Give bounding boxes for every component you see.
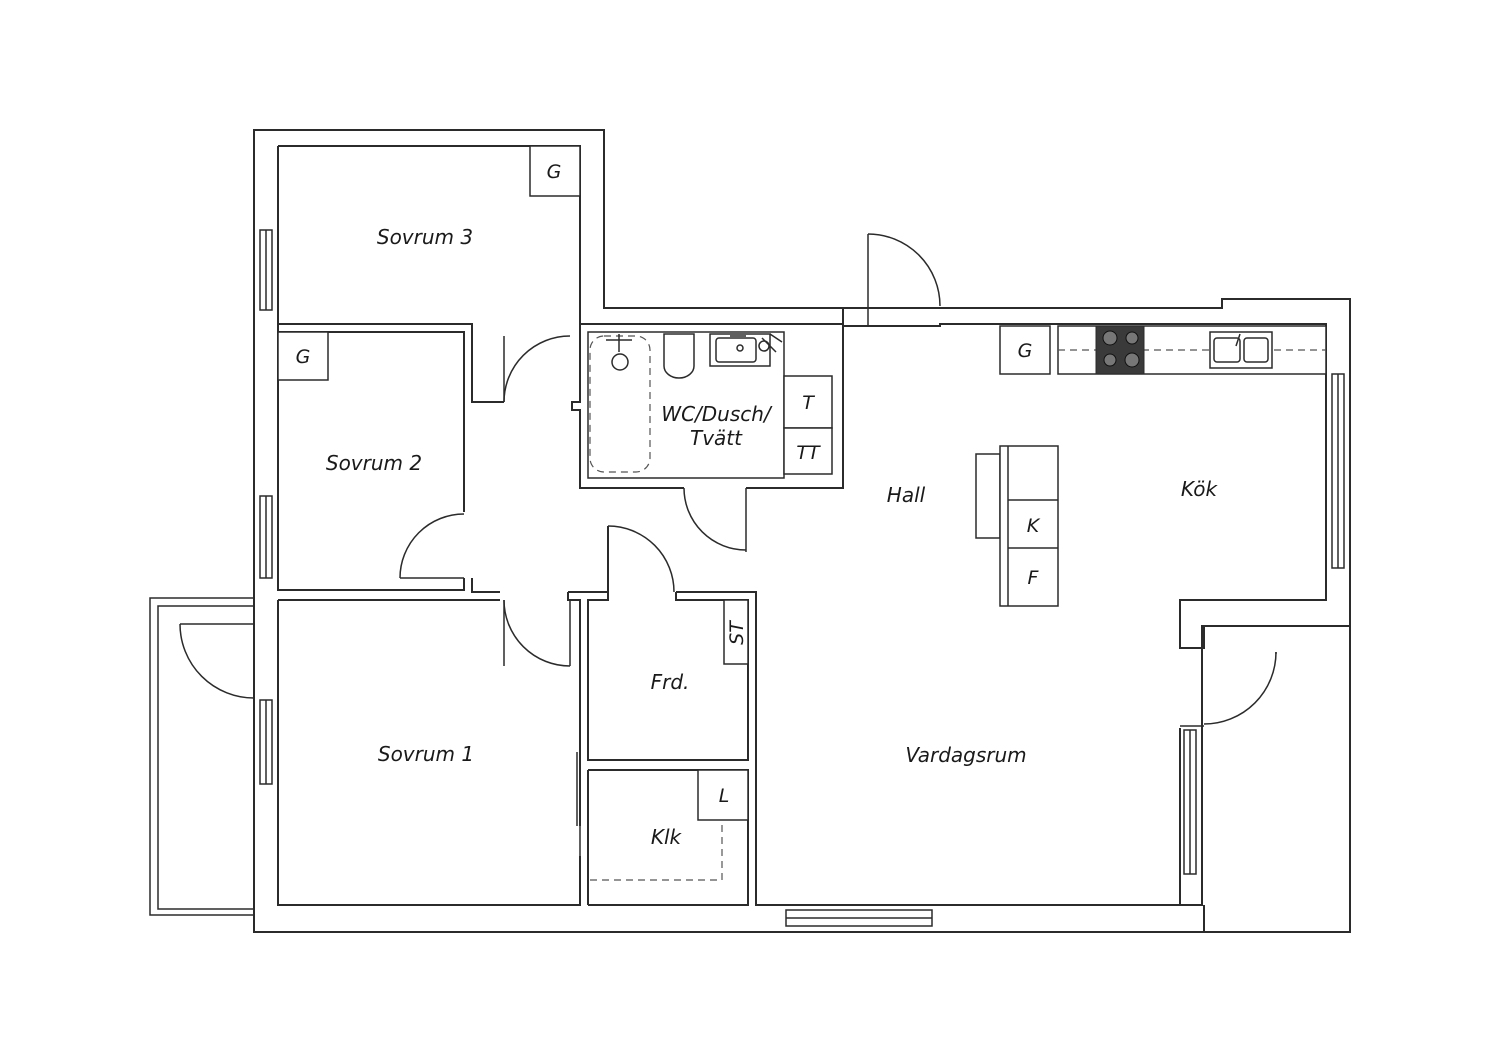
marker-k: K bbox=[1027, 515, 1041, 537]
marker-tt: TT bbox=[796, 442, 821, 464]
room-label-sovrum2: Sovrum 2 bbox=[326, 451, 422, 475]
stove-icon bbox=[1095, 325, 1145, 375]
room-label-wc-line1: WC/Dusch/ bbox=[661, 402, 773, 426]
klk-shelf bbox=[590, 820, 723, 881]
balcony-right bbox=[1203, 625, 1350, 932]
room-label-wc-line2: Tvätt bbox=[690, 426, 743, 450]
sovrum3-walls bbox=[277, 146, 504, 512]
exterior-wall-inner bbox=[278, 145, 1327, 906]
marker-g-sovrum3: G bbox=[547, 161, 562, 183]
room-label-kok: Kök bbox=[1181, 477, 1219, 501]
marker-f: F bbox=[1028, 567, 1040, 589]
room-label-frd: Frd. bbox=[651, 670, 690, 694]
balcony-left bbox=[149, 597, 255, 932]
kitchen-island bbox=[975, 453, 1001, 539]
marker-l: L bbox=[719, 785, 730, 807]
tumbler-tt bbox=[783, 427, 833, 475]
marker-t: T bbox=[802, 392, 815, 414]
door-sovrum3[interactable] bbox=[503, 335, 571, 403]
room-label-klk: Klk bbox=[651, 825, 683, 849]
storage-st bbox=[723, 599, 749, 665]
wardrobe-sovrum3 bbox=[529, 145, 581, 197]
left-wall bbox=[277, 332, 581, 906]
fridge-column bbox=[999, 445, 1059, 607]
marker-g-kitchen: G bbox=[1018, 340, 1033, 362]
shower-head-icon bbox=[606, 334, 632, 352]
door-wc[interactable] bbox=[683, 487, 747, 552]
wardrobe-kitchen bbox=[999, 325, 1051, 375]
door-sovrum1[interactable] bbox=[503, 599, 571, 667]
room-label-sovrum3: Sovrum 3 bbox=[377, 225, 473, 249]
door-frd[interactable] bbox=[607, 525, 675, 593]
wardrobe-sovrum2 bbox=[277, 331, 329, 381]
room-label-sovrum1: Sovrum 1 bbox=[378, 742, 474, 766]
bathtub-drain-icon bbox=[611, 353, 629, 371]
bathtub bbox=[589, 335, 651, 473]
door-balcony-left[interactable] bbox=[179, 623, 255, 699]
exterior-wall-outer bbox=[253, 129, 1351, 933]
door-klk-sliding[interactable] bbox=[576, 752, 581, 856]
room-label-hall: Hall bbox=[887, 483, 926, 507]
linen-l bbox=[697, 769, 749, 821]
room-label-vardagsrum: Vardagsrum bbox=[905, 743, 1026, 767]
marker-g-sovrum2: G bbox=[296, 346, 311, 368]
door-sovrum2[interactable] bbox=[399, 513, 465, 579]
door-entrance[interactable] bbox=[867, 233, 941, 326]
door-balcony-right[interactable] bbox=[1180, 651, 1277, 727]
marker-st: ST bbox=[726, 620, 748, 645]
toilet-icon bbox=[663, 333, 695, 379]
